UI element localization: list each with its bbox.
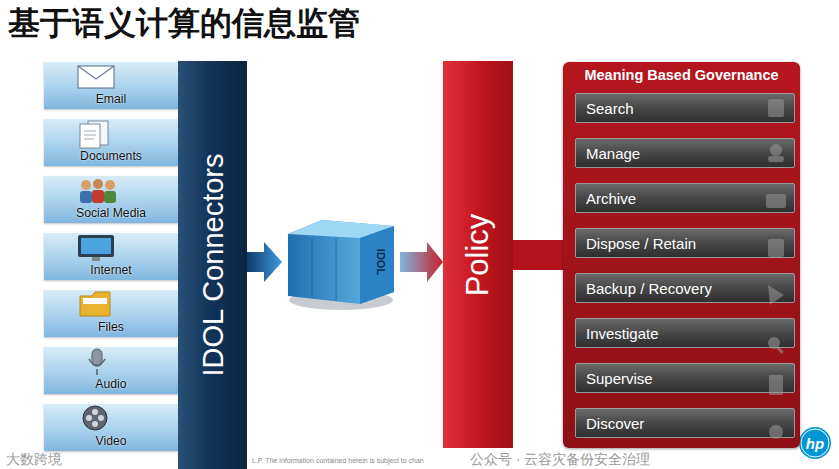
source-tile: Files — [44, 289, 178, 337]
item-label: Manage — [586, 145, 640, 162]
source-tile: Audio — [44, 346, 178, 394]
watermark: 公众号 · 云容灾备份安全治理 — [470, 451, 650, 469]
governance-panel: Meaning Based GovernanceSearchManageArch… — [563, 62, 800, 448]
governance-item: Dispose / Retain — [575, 228, 795, 258]
source-label: Social Media — [44, 206, 178, 220]
slide-title: 基于语义计算的信息监管 — [8, 2, 360, 46]
governance-item: Discover — [575, 408, 795, 438]
source-tile: Internet — [44, 232, 178, 280]
source-label: Files — [44, 320, 178, 334]
source-label: Audio — [44, 377, 178, 391]
watermark: 大数跨境 — [6, 451, 62, 469]
item-label: Archive — [586, 190, 636, 207]
server-label: IDOL — [375, 249, 387, 275]
vertical-band: IDOL Connectors — [178, 61, 247, 469]
governance-item: Backup / Recovery — [575, 273, 795, 303]
governance-item: Archive — [575, 183, 795, 213]
footer-note: L.P. The information contained herein is… — [252, 457, 424, 464]
governance-item: Manage — [575, 138, 795, 168]
item-label: Dispose / Retain — [586, 235, 696, 252]
flow-arrow — [513, 240, 563, 270]
source-tile: Email — [44, 61, 178, 109]
governance-item: Search — [575, 93, 795, 123]
vertical-band: Policy — [443, 61, 513, 448]
flow-arrow — [247, 242, 282, 282]
source-tile: Documents — [44, 118, 178, 166]
hp-logo-ring — [801, 429, 829, 457]
item-label: Backup / Recovery — [586, 280, 712, 297]
governance-item: Supervise — [575, 363, 795, 393]
source-tile: Social Media — [44, 175, 178, 223]
governance-item: Investigate — [575, 318, 795, 348]
source-tile: Video — [44, 403, 178, 451]
band-label: Policy — [460, 213, 496, 296]
source-label: Video — [44, 434, 178, 448]
idol-server: IDOL — [282, 212, 400, 312]
item-label: Search — [586, 100, 634, 117]
source-label: Email — [44, 92, 178, 106]
hp-logo — [799, 427, 831, 459]
panel-heading: Meaning Based Governance — [563, 67, 800, 83]
band-label: IDOL Connectors — [196, 154, 229, 377]
source-label: Documents — [44, 149, 178, 163]
logo-text: hp — [806, 435, 824, 452]
flow-arrow — [400, 242, 443, 282]
source-label: Internet — [44, 263, 178, 277]
item-label: Supervise — [586, 370, 653, 387]
item-label: Discover — [586, 415, 644, 432]
item-label: Investigate — [586, 325, 659, 342]
